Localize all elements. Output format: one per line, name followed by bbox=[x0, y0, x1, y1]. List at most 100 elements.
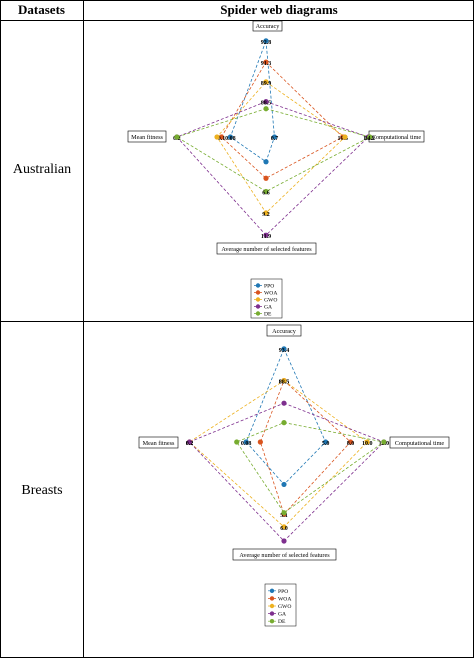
legend-label-de: DE bbox=[278, 619, 286, 625]
series-line-woa bbox=[220, 61, 344, 179]
data-label-woa-time: 8.0 bbox=[347, 441, 355, 447]
legend-label-woa: WOA bbox=[278, 596, 291, 602]
legend-label-gwo: GWO bbox=[264, 298, 277, 304]
dataset-name-australian: Australian bbox=[12, 162, 72, 177]
header-spider-diagrams: Spider web diagrams bbox=[220, 2, 338, 17]
point-ppo-features bbox=[281, 481, 287, 488]
legend-marker-de bbox=[255, 311, 261, 316]
legend-marker-gwo bbox=[269, 603, 275, 609]
point-ga-accuracy bbox=[281, 400, 287, 406]
data-label-gwo-accuracy: 89.9 bbox=[261, 81, 272, 87]
axis-label-accuracy-box bbox=[252, 20, 283, 32]
point-woa-accuracy bbox=[263, 59, 269, 65]
axis-label-avg-selected-features-box bbox=[232, 548, 337, 561]
point-de-time bbox=[367, 134, 373, 140]
point-ppo-time bbox=[323, 439, 329, 445]
legend-marker-woa bbox=[269, 596, 275, 601]
series-line-de bbox=[236, 422, 385, 514]
header-datasets: Datasets bbox=[18, 2, 65, 17]
legend-marker-ga bbox=[255, 304, 261, 309]
legend-label-ppo: PPO bbox=[264, 284, 274, 290]
data-label-ppo-fitness: 0.08 bbox=[225, 136, 236, 142]
axis-label-accuracy: Accuracy bbox=[272, 328, 297, 335]
legend-label-ppo: PPO bbox=[278, 589, 288, 595]
point-gwo-fitness bbox=[214, 134, 220, 140]
point-gwo-time bbox=[342, 134, 348, 140]
legend-marker-ppo bbox=[269, 588, 275, 593]
data-label-ppo-time: 0.7 bbox=[271, 136, 279, 142]
point-ppo-time bbox=[271, 134, 278, 140]
point-gwo-time bbox=[364, 439, 370, 445]
axis-label-mean-fitness-box bbox=[138, 436, 179, 449]
axis-label-avg-selected-features: Average number of selected features bbox=[221, 246, 312, 253]
legend-marker-gwo bbox=[255, 297, 261, 302]
point-ga-accuracy bbox=[263, 99, 269, 105]
axis-label-mean-fitness: Mean fitness bbox=[143, 440, 175, 447]
point-gwo-features bbox=[281, 524, 287, 530]
point-ppo-fitness bbox=[227, 134, 233, 140]
data-label-de-time: 14.2 bbox=[365, 136, 376, 142]
point-de-accuracy bbox=[281, 420, 287, 426]
dataset-name-breasts: Breasts bbox=[21, 483, 63, 498]
legend-marker-de bbox=[269, 619, 275, 624]
legend-marker-ppo bbox=[255, 283, 261, 288]
data-label-ga-features: 11.9 bbox=[261, 234, 271, 240]
data-label-ppo-accuracy: 93.4 bbox=[279, 348, 290, 354]
point-gwo-accuracy bbox=[263, 79, 269, 85]
point-ppo-fitness bbox=[243, 439, 249, 445]
data-label-woa-fitness: 0.1 bbox=[218, 136, 226, 142]
axis-label-accuracy: Accuracy bbox=[256, 23, 281, 30]
point-de-accuracy bbox=[263, 106, 269, 112]
data-label-woa-features: 5.1 bbox=[280, 513, 288, 519]
point-woa-features bbox=[263, 175, 269, 181]
axis-label-computational-time: Computational time bbox=[395, 440, 445, 447]
series-line-de bbox=[175, 108, 371, 192]
legend-label-gwo: GWO bbox=[278, 604, 291, 610]
series-line-woa bbox=[259, 379, 352, 515]
data-label-ppo-accuracy: 92.8 bbox=[261, 40, 272, 46]
data-label-ppo-fitness: 0.08 bbox=[241, 441, 252, 447]
point-ga-features bbox=[263, 232, 269, 238]
series-line-ga bbox=[188, 402, 385, 542]
point-gwo-accuracy bbox=[281, 377, 287, 384]
legend-label-de: DE bbox=[264, 312, 272, 318]
axis-label-computational-time-box bbox=[389, 436, 450, 449]
point-de-features bbox=[263, 188, 269, 195]
series-line-ppo bbox=[245, 347, 327, 486]
point-ga-fitness bbox=[186, 439, 193, 445]
data-label-gwo-features: 6.0 bbox=[280, 526, 288, 532]
point-de-features bbox=[281, 510, 287, 516]
point-ppo-features bbox=[263, 159, 269, 165]
axis-label-accuracy-box bbox=[266, 324, 302, 337]
series-line-gwo bbox=[188, 380, 368, 528]
data-label-ga-fitness: 0.2 bbox=[186, 441, 194, 447]
axis-label-avg-selected-features: Average number of selected features bbox=[239, 552, 330, 559]
axis-label-mean-fitness-box bbox=[127, 130, 167, 143]
data-label-ga-accuracy: 88.5 bbox=[261, 101, 272, 107]
point-woa-fitness bbox=[257, 439, 263, 445]
data-label-gwo-features: 9.2 bbox=[262, 212, 270, 218]
data-label-gwo-time: 10.0 bbox=[362, 441, 373, 447]
legend-label-ga: GA bbox=[278, 612, 286, 618]
data-label-ppo-time: 5.0 bbox=[322, 441, 330, 447]
point-ppo-accuracy bbox=[263, 38, 269, 44]
point-de-fitness bbox=[234, 439, 240, 445]
point-ppo-accuracy bbox=[281, 346, 287, 352]
axis-label-avg-selected-features-box bbox=[216, 242, 317, 255]
data-label-gwo-accuracy: 88.5 bbox=[279, 380, 290, 386]
point-ga-features bbox=[281, 538, 287, 544]
axis-label-computational-time: Computational time bbox=[372, 134, 422, 141]
legend-label-ga: GA bbox=[264, 305, 272, 311]
legend-label-woa: WOA bbox=[264, 291, 277, 297]
legend-marker-ga bbox=[269, 611, 275, 616]
data-label-woa-accuracy: 91.3 bbox=[261, 61, 272, 67]
point-woa-fitness bbox=[218, 134, 225, 140]
point-woa-time bbox=[347, 439, 354, 445]
axis-label-mean-fitness: Mean fitness bbox=[131, 134, 163, 141]
point-de-time bbox=[381, 439, 387, 445]
point-de-fitness bbox=[174, 134, 180, 140]
legend-marker-woa bbox=[255, 290, 261, 295]
data-label-woa-time: 10.5 bbox=[338, 136, 349, 142]
